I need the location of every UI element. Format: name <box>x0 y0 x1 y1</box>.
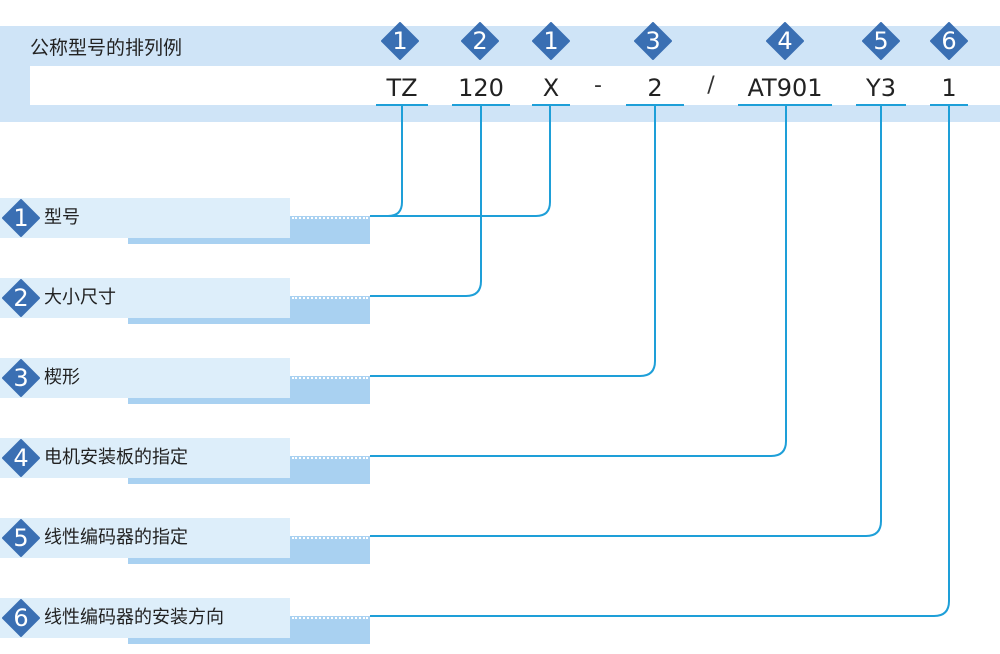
underline-y3 <box>856 104 906 106</box>
underline-1 <box>930 104 968 106</box>
legend-row-encoder: 线性编码器的指定 <box>0 518 370 564</box>
underline-tz <box>376 104 428 106</box>
diamond-icon <box>2 599 40 637</box>
separator-slash: / <box>707 73 715 98</box>
legend-row-model: 型号 <box>0 198 370 244</box>
underline-x <box>532 104 570 106</box>
diamond-icon <box>634 22 672 60</box>
legend-label: 线性编码器的安装方向 <box>44 607 224 628</box>
legend-label: 楔形 <box>44 367 80 388</box>
legend-number-badge-4: 4 <box>2 439 40 477</box>
legend-row-wedge: 楔形 <box>0 358 370 404</box>
code-segment-2: 2 <box>647 74 663 102</box>
legend-row-size: 大小尺寸 <box>0 278 370 324</box>
diamond-icon <box>862 22 900 60</box>
legend-label: 电机安装板的指定 <box>44 447 188 468</box>
legend-number-badge-2: 2 <box>2 279 40 317</box>
underline-2 <box>626 104 684 106</box>
diagram-title: 公称型号的排列例 <box>30 37 183 59</box>
code-segment-tz: TZ <box>386 74 418 102</box>
legend-row-motor-plate: 电机安装板的指定 <box>0 438 370 484</box>
diamond-icon <box>2 199 40 237</box>
legend-row-encoder-direction: 线性编码器的安装方向 <box>0 598 370 644</box>
legend-label: 型号 <box>44 207 80 228</box>
connector-1 <box>370 106 950 617</box>
underline-120 <box>452 104 510 106</box>
connector-120 <box>370 106 482 297</box>
connector-at901 <box>370 106 787 457</box>
legend-number-badge-6: 6 <box>2 599 40 637</box>
connector-y3 <box>370 106 882 537</box>
code-number-badge-x: 1 <box>532 22 570 60</box>
diamond-icon <box>766 22 804 60</box>
separator-dash: - <box>594 73 602 98</box>
diamond-icon <box>381 22 419 60</box>
code-segment-120: 120 <box>458 74 504 102</box>
legend-number-badge-3: 3 <box>2 359 40 397</box>
diamond-icon <box>930 22 968 60</box>
connector-2 <box>370 106 656 377</box>
code-number-badge-120: 2 <box>461 22 499 60</box>
code-segment-at901: AT901 <box>747 74 823 102</box>
diamond-icon <box>2 519 40 557</box>
code-number-badge-tz: 1 <box>381 22 419 60</box>
diamond-icon <box>2 279 40 317</box>
legend-label: 大小尺寸 <box>44 287 116 308</box>
connector-tz <box>370 106 403 217</box>
diamond-icon <box>461 22 499 60</box>
underline-at901 <box>738 104 832 106</box>
diamond-icon <box>2 359 40 397</box>
diamond-icon <box>2 439 40 477</box>
connector-x <box>370 106 551 217</box>
header-code-strip <box>30 66 1000 105</box>
legend-number-badge-5: 5 <box>2 519 40 557</box>
code-segment-1: 1 <box>941 74 957 102</box>
code-segment-y3: Y3 <box>866 74 896 102</box>
code-number-badge-at901: 4 <box>766 22 804 60</box>
code-number-badge-y3: 5 <box>862 22 900 60</box>
legend-label: 线性编码器的指定 <box>44 527 188 548</box>
code-number-badge-2: 3 <box>634 22 672 60</box>
legend-number-badge-1: 1 <box>2 199 40 237</box>
code-segment-x: X <box>542 74 560 102</box>
code-number-badge-1: 6 <box>930 22 968 60</box>
diamond-icon <box>532 22 570 60</box>
